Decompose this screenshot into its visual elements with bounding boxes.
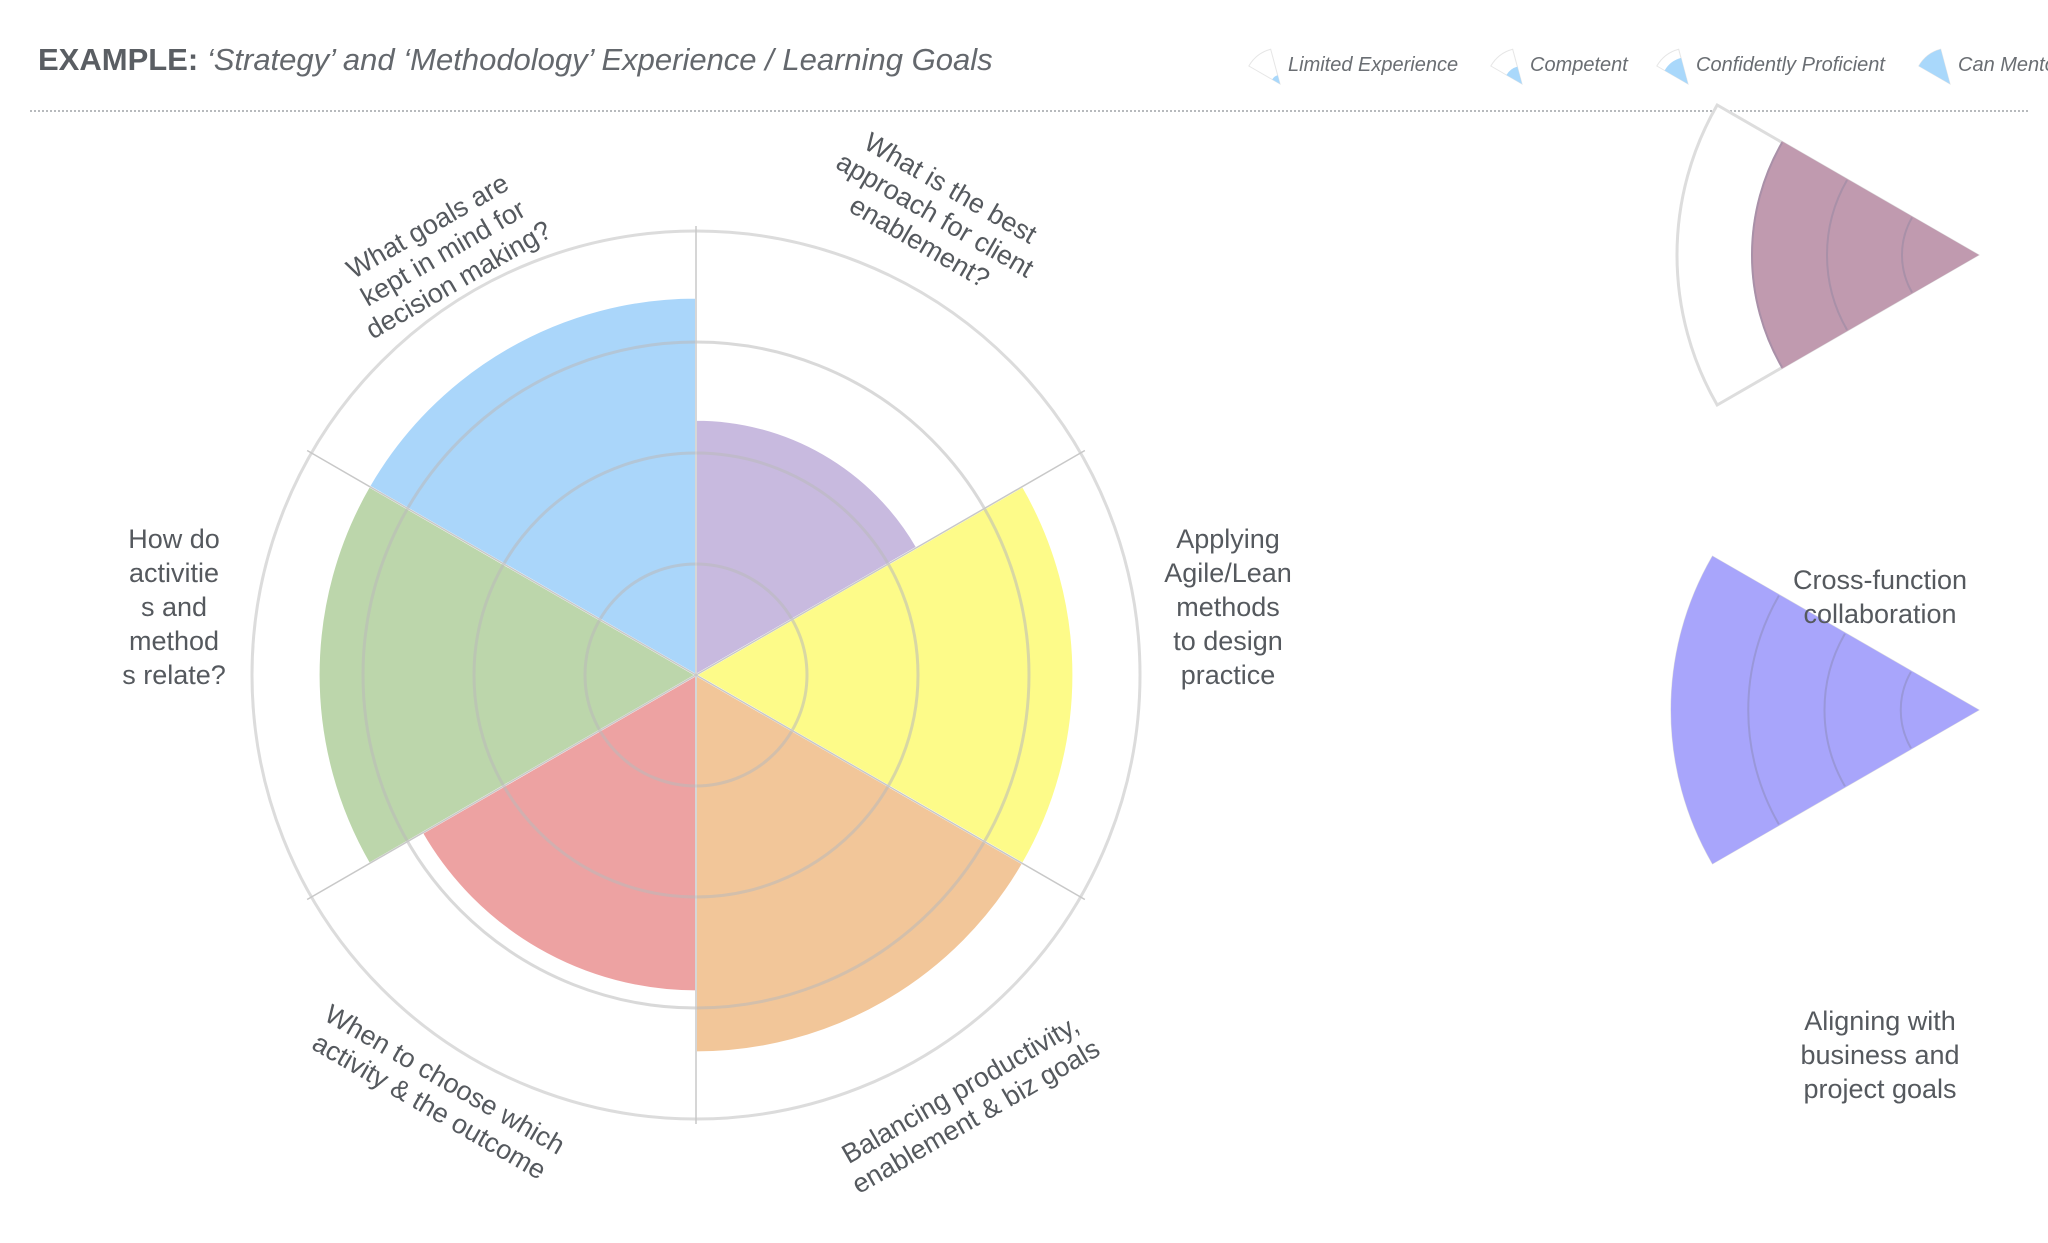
legend-wedge-icon [1918,48,1951,86]
wheel-label-line: How do [128,524,220,554]
wheel-label-line: s relate? [122,660,226,690]
wheel-label-line: method [129,626,219,656]
page-title-lead: EXAMPLE: [38,42,199,77]
header-divider [30,110,2028,112]
legend-label: Competent [1530,54,1628,76]
wheel-label-line: practice [1181,660,1276,690]
side-wedge-business-goals [1670,555,1980,865]
side-wedge-cross-function [1675,102,1980,408]
side-segments [1670,102,1980,865]
side-label-line: Cross-function [1793,565,1967,595]
page-title-rest: ‘Strategy’ and ‘Methodology’ Experience … [206,42,993,77]
wheel-segment-decision-goals [367,296,697,677]
wheel-segments [317,296,1075,1054]
side-wedge-ring [1823,633,1846,787]
side-label-line: collaboration [1803,599,1956,629]
legend-label: Confidently Proficient [1696,54,1885,76]
legend-label: Limited Experience [1288,54,1459,76]
wheel-segment-choose-activity [420,673,697,993]
legend-wedge-fill [1918,49,1950,84]
side-wedge-ring [1899,671,1912,749]
side-wedge-ring [1826,179,1848,331]
legend-wedge-icon [1656,48,1689,86]
legend-wedge-fill [1664,57,1688,84]
side-label-business-goals: Aligning with business and project goals [1800,1006,1959,1104]
wheel-label-line: to design [1173,626,1283,656]
wheel-label-choose-activity: When to choose whichactivity & the outco… [304,999,570,1188]
side-wedge-fill [1670,556,1980,864]
legend-wedge-icon [1490,48,1523,86]
legend-wedge-fill [1506,66,1522,84]
side-wedge-ring [1747,595,1780,825]
legend: Limited Experience Competent Confidently… [1128,38,2048,86]
wheel-label-decision-goals: What goals arekept in mind fordecision m… [330,161,557,345]
side-label-line: business and [1800,1040,1959,1070]
wheel-segment-productivity-goals [695,673,1025,1054]
legend-wedge-icon [1248,48,1281,86]
wheel-label-activities-methods: How do activitie s and method s relate? [122,524,226,690]
wheel-segment-client-enablement [695,418,919,677]
wheel-segment-agile-lean [693,484,1075,866]
wheel-spoke [695,674,1086,901]
legend-label: Can Mentor [1958,54,2048,76]
wheel-label-line: s and [141,592,207,622]
page-title: EXAMPLE: ‘Strategy’ and ‘Methodology’ Ex… [38,42,993,78]
wheel-label-line: Applying [1176,524,1280,554]
wheel-label-line: activitie [129,558,219,588]
wheel-spoke [306,449,697,676]
wheel-spoke [695,449,1086,676]
side-wedge-ring [1751,142,1784,368]
wheel-label-client-enablement: What is the bestapproach for clientenabl… [816,120,1055,311]
wheel-segment-activities-methods [317,484,699,866]
side-label-line: project goals [1803,1074,1956,1104]
legend-wedge-outline [1248,48,1281,86]
wheel-label-productivity-goals: Balancing productivity,enablement & biz … [831,1006,1105,1199]
wheel-grid [250,226,1142,1124]
side-label-line: Aligning with [1804,1006,1956,1036]
wheel-label-line: methods [1176,592,1280,622]
side-label-cross-function: Cross-function collaboration [1793,565,1967,629]
header: EXAMPLE: ‘Strategy’ and ‘Methodology’ Ex… [38,38,2048,86]
side-wedge-fill [1751,141,1980,369]
side-wedge-ring [1901,217,1913,293]
wheel-spoke [306,674,697,901]
legend-wedge-fill [1272,75,1280,84]
wheel-label-line: Agile/Lean [1164,558,1292,588]
